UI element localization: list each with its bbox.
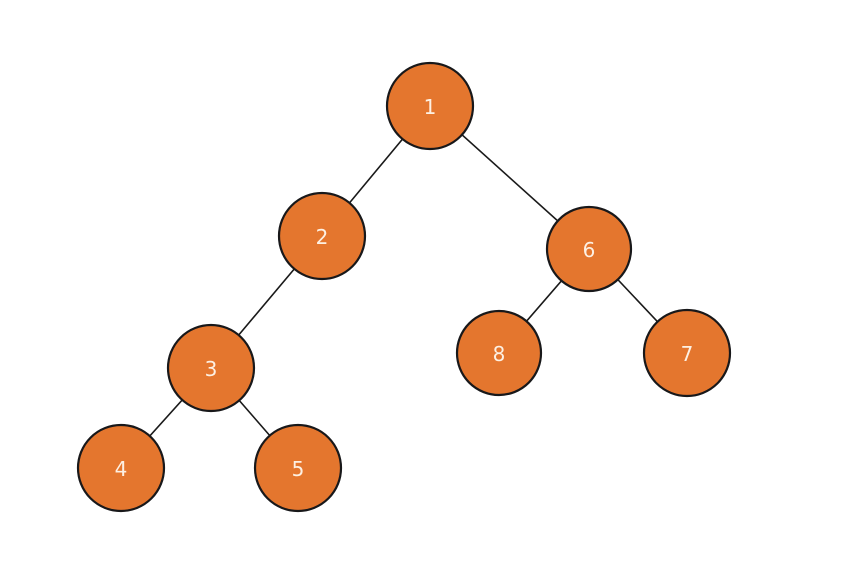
tree-node-circle[interactable]: [253, 423, 343, 513]
tree-node-label: 2: [316, 225, 329, 249]
tree-node-label: 7: [681, 342, 694, 366]
tree-node-circle[interactable]: [545, 205, 633, 293]
tree-node-label: 6: [583, 238, 596, 262]
tree-node[interactable]: 8: [455, 309, 543, 397]
tree-node-label: 5: [292, 457, 305, 481]
tree-node-circle[interactable]: [166, 323, 256, 413]
tree-node-circle[interactable]: [455, 309, 543, 397]
tree-node[interactable]: 6: [545, 205, 633, 293]
tree-node[interactable]: 3: [166, 323, 256, 413]
tree-node[interactable]: 2: [277, 191, 367, 281]
tree-node-circle[interactable]: [385, 61, 475, 151]
tree-node[interactable]: 7: [642, 308, 732, 398]
tree-node-circle[interactable]: [642, 308, 732, 398]
tree-node-label: 1: [424, 95, 437, 119]
tree-node-label: 4: [115, 457, 128, 481]
tree-node-circle[interactable]: [76, 423, 166, 513]
tree-node-label: 8: [493, 342, 506, 366]
node-layer: 1 2 6 3 8 7 4 5: [76, 61, 732, 513]
tree-node-label: 3: [205, 357, 218, 381]
tree-node-circle[interactable]: [277, 191, 367, 281]
tree-node[interactable]: 1: [385, 61, 475, 151]
tree-node[interactable]: 4: [76, 423, 166, 513]
tree-node[interactable]: 5: [253, 423, 343, 513]
